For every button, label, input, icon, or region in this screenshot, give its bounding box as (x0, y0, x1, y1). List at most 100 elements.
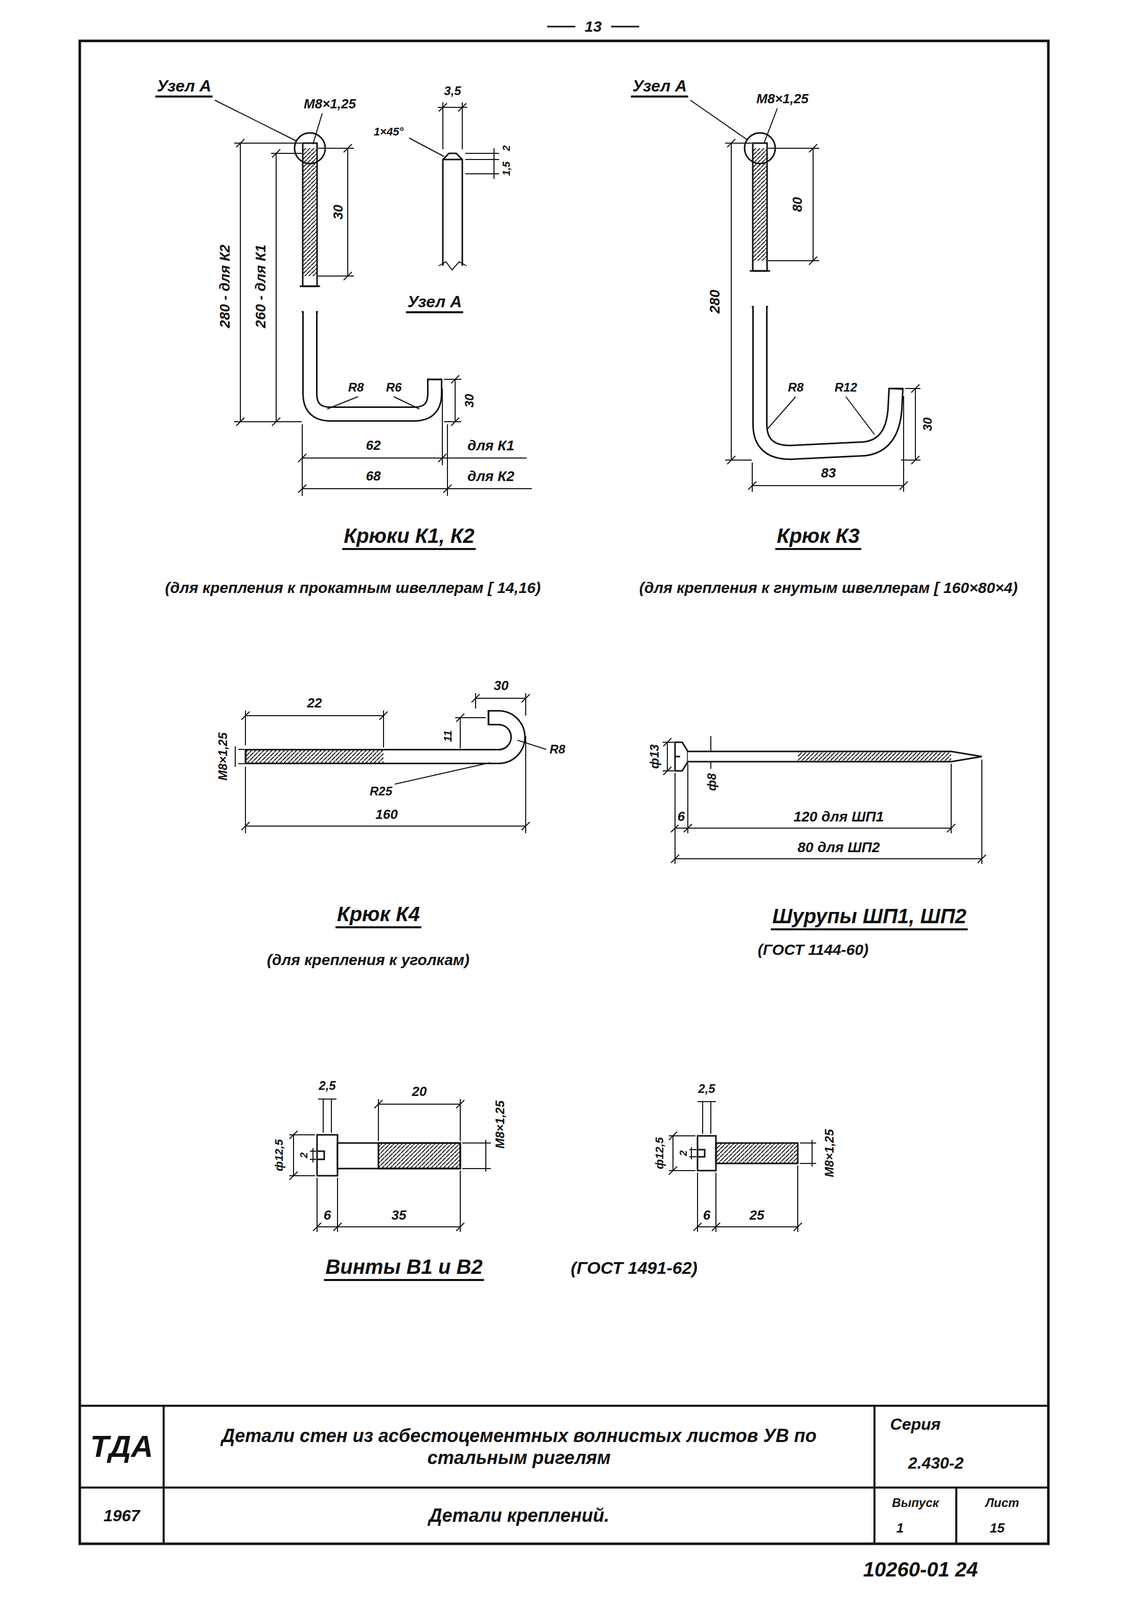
part-title: Крюк К4 (335, 902, 422, 929)
screws-shp-line (670, 759, 986, 865)
hook-k3 (690, 100, 921, 492)
part-note: (для крепления к гнутым швеллерам [ 160×… (617, 578, 1040, 598)
screws-v-line (697, 1102, 716, 1135)
dimension: 6 (676, 809, 687, 825)
page-number: 13 (582, 17, 603, 36)
screws-v-line (697, 1136, 716, 1172)
dimension: 3,5 (442, 83, 463, 99)
dimension: 260 - для К1 (252, 242, 270, 330)
screws-v-line (693, 1165, 802, 1233)
dimension: 30 (462, 392, 478, 410)
part-title: Винты В1 и В2 (323, 1254, 484, 1282)
screws-v-line (289, 1131, 317, 1181)
detail-node-a-line (442, 153, 463, 266)
dimension: 80 для ШП2 (795, 839, 882, 857)
dimension: ф13 (647, 743, 663, 771)
screws-v-line (462, 1140, 491, 1173)
hook-k1-line (299, 286, 321, 312)
dimension: 2 (500, 143, 513, 153)
screws-v-line (317, 1151, 325, 1160)
hook-k4-line (241, 736, 530, 834)
sheet-frame-line (79, 1406, 1049, 1545)
title-block-cell: ТДА (88, 1428, 155, 1466)
hook-k1-line (298, 388, 532, 497)
dimension: ф12,5 (272, 1138, 286, 1174)
dimension: 6 (322, 1207, 333, 1224)
hook-k1-line (302, 148, 318, 277)
screws-shp-line (710, 736, 712, 770)
dimension: 280 (706, 288, 724, 316)
part-note: (для крепления к прокатным швеллерам [ 1… (131, 578, 575, 598)
dimension: 62 (364, 437, 383, 454)
hook-k4-line (455, 713, 486, 749)
hook-k1-line (271, 149, 302, 426)
dimension: 83 (819, 465, 838, 482)
dimension: 30 (330, 203, 347, 222)
title-block-cell: Выпуск (890, 1496, 940, 1512)
hook-k3-line (725, 139, 752, 465)
part-title: Крюк К3 (775, 523, 862, 551)
node-label: Узел А (406, 292, 464, 314)
screws-v-line (312, 1171, 465, 1233)
screws-v-line (799, 1140, 817, 1167)
dimension: 30 (492, 678, 511, 694)
archive-number: 10260-01 24 (861, 1557, 980, 1583)
dimension: 2,5 (317, 1079, 338, 1094)
screws-v-line (697, 1150, 705, 1158)
title-block-cell: Детали стен из асбестоцементных волнисты… (185, 1425, 853, 1470)
title-block-cell: Серия (888, 1415, 943, 1435)
sheet-frame (79, 26, 1049, 1545)
hook-k1 (214, 100, 532, 497)
hook-k4-line (245, 710, 489, 765)
hook-k4-line (471, 693, 530, 716)
dimension: 160 (373, 806, 399, 823)
screws-v-line (715, 1143, 798, 1164)
thread-label: М8×1,25 (754, 91, 811, 107)
hook-k3-line (759, 305, 896, 453)
dimension: 68 (364, 468, 383, 485)
hook-k3-line (767, 396, 875, 435)
radius-label: R25 (368, 784, 394, 800)
dimension: 30 (920, 416, 936, 434)
hook-k1-line (302, 143, 318, 287)
hook-k1-line (327, 396, 420, 410)
thread-label: М8×1,25 (302, 96, 358, 112)
hook-k3-line (752, 148, 768, 261)
title-block-cell: 2.430-2 (906, 1453, 966, 1474)
thread-label: М8×1,25 (822, 1128, 838, 1180)
part-title: Крюки К1, К2 (342, 523, 476, 551)
detail-node-a-line (465, 148, 500, 179)
detail-node-a-line (438, 261, 467, 271)
dimension: 280 - для К2 (216, 242, 234, 330)
radius-label: R6 (384, 380, 404, 396)
dimension: 2 (297, 1151, 310, 1160)
hook-k3-line (888, 388, 904, 390)
screws-shp-line (675, 742, 688, 772)
screws-v-line (337, 1143, 461, 1170)
standard-note: (ГОСТ 1491-62) (569, 1258, 700, 1279)
screws-shp (662, 736, 986, 865)
part-note: (для крепления к уголкам) (265, 951, 471, 970)
hook-k1-line (443, 375, 462, 426)
dimension: 1,5 (500, 160, 513, 178)
thread-label: М8×1,25 (215, 731, 231, 783)
detail-node-a (409, 102, 500, 271)
hook-k4-line (241, 710, 388, 748)
dimension: 2 (677, 1149, 690, 1158)
thread-label: М8×1,25 (492, 1099, 508, 1151)
dimension: 11 (441, 729, 455, 745)
dimension-note: для К1 (465, 437, 516, 455)
hook-k4-line (235, 746, 245, 768)
screws-v-line (318, 1099, 337, 1134)
screws-v-line (378, 1143, 461, 1170)
title-block-cell: 15 (988, 1520, 1007, 1537)
radius-label: R8 (346, 380, 366, 396)
screws-shp-line (797, 752, 952, 762)
title-block-cell: Лист (983, 1496, 1021, 1512)
screws-v (289, 1099, 817, 1233)
screws-v-line (374, 1099, 465, 1142)
dimension: 25 (748, 1207, 767, 1224)
chamfer-label: 1×45° (372, 125, 406, 139)
